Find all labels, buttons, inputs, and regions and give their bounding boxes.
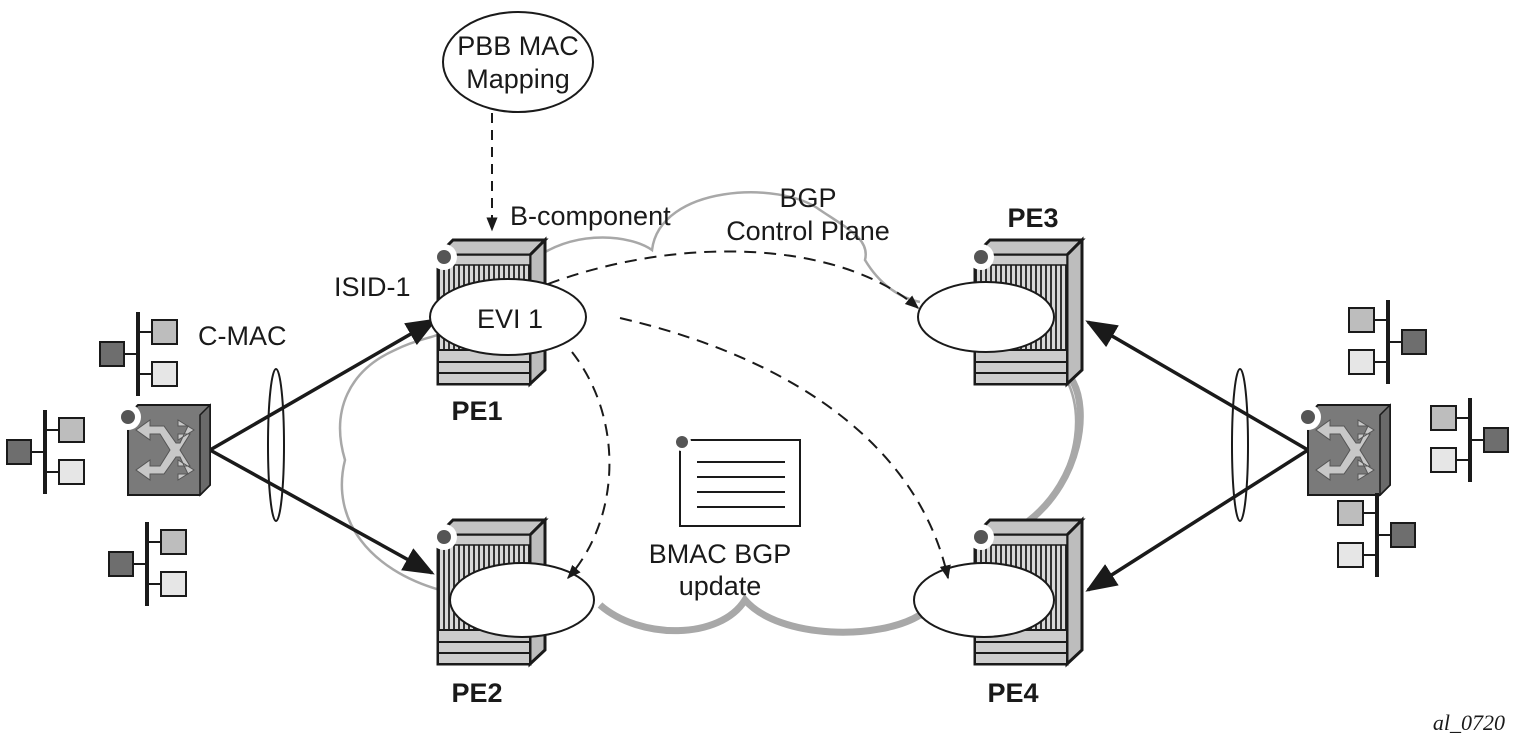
cmac-label: C-MAC bbox=[198, 321, 287, 351]
switch-left-icon[interactable] bbox=[114, 403, 211, 496]
evi1-ellipse bbox=[429, 278, 587, 356]
bgp-update-document-icon bbox=[673, 433, 801, 527]
bgp-label-line2: Control Plane bbox=[726, 216, 890, 246]
pe2-label: PE2 bbox=[451, 678, 502, 708]
bgp-label-line1: BGP bbox=[779, 183, 836, 213]
b-component-label: B-component bbox=[510, 201, 671, 231]
link-switch-pe2 bbox=[209, 448, 435, 575]
link-switch-pe1 bbox=[209, 318, 438, 452]
pe2-evi-ellipse bbox=[449, 562, 595, 638]
link-switch-pe3 bbox=[1085, 320, 1309, 452]
bgp-update-to-pe4 bbox=[619, 317, 951, 580]
pe4-label: PE4 bbox=[987, 678, 1038, 708]
update-line2: update bbox=[679, 571, 762, 601]
lan-right-mid-icon bbox=[1429, 396, 1510, 484]
pbb-mac-mapping-bubble bbox=[442, 11, 594, 113]
bgp-update-to-pe2 bbox=[567, 351, 611, 580]
pe3-evi-ellipse bbox=[917, 281, 1055, 353]
link-switch-pe4 bbox=[1085, 448, 1309, 592]
lag-right bbox=[1231, 368, 1249, 522]
lag-left bbox=[267, 368, 285, 522]
pe1-label: PE1 bbox=[451, 396, 502, 426]
lan-right-top-icon bbox=[1347, 298, 1428, 386]
pe4-evi-ellipse bbox=[913, 562, 1055, 638]
switch-right-icon[interactable] bbox=[1294, 403, 1391, 496]
isid-label: ISID-1 bbox=[334, 272, 411, 302]
pe3-label: PE3 bbox=[1007, 203, 1058, 233]
evi-label: EVI 1 bbox=[477, 304, 543, 334]
bgp-update-to-pe3 bbox=[547, 250, 920, 309]
mapping-line1: PBB MAC bbox=[457, 31, 579, 61]
lan-right-bottom-icon bbox=[1336, 491, 1417, 579]
lan-left-top-icon bbox=[98, 310, 179, 398]
figure-id: al_0720 bbox=[1433, 710, 1505, 735]
update-line1: BMAC BGP bbox=[649, 539, 792, 569]
lan-left-bottom-icon bbox=[107, 520, 188, 608]
mapping-line2: Mapping bbox=[466, 64, 570, 94]
lan-left-mid-icon bbox=[5, 408, 86, 496]
